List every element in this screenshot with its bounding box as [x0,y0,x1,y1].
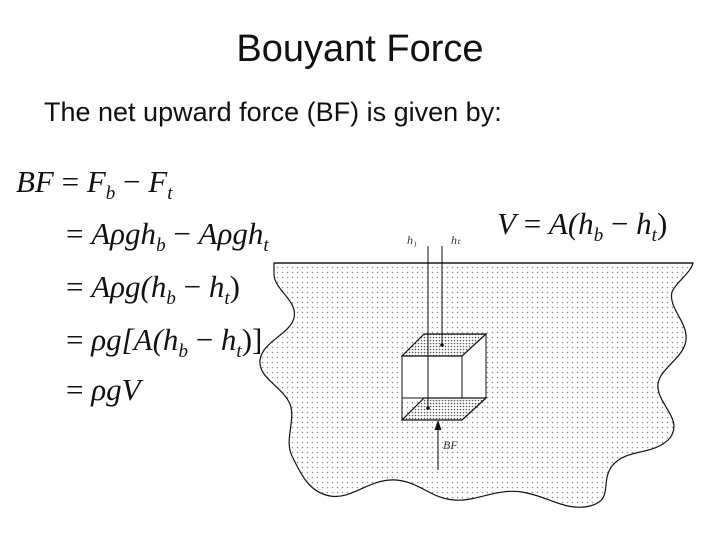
equation-line-3: = Aρg(hb − ht) [66,269,240,308]
eq2-equals: = [66,216,84,251]
equation-line-1: BF = Fb − Ft [16,164,173,203]
eq4-sub1: b [178,341,188,362]
eq1-lhs: BF [16,164,54,199]
bottom-face-point [426,406,430,410]
volume-equation: V = A(hb − ht) [497,206,668,245]
eq1-term1: F [86,164,106,199]
eq3-pre: Aρg(h [91,269,167,304]
eq1-minus: − [123,164,141,199]
eq3-equals: = [66,269,84,304]
veq-equals: = [523,206,542,241]
eq2-term1: Aρgh [91,216,157,251]
equation-line-2: = Aρghb − Aρght [66,216,269,255]
eq2-minus: − [173,216,191,251]
cube-bottom-face [400,397,488,421]
top-face-point [440,343,444,347]
equation-line-5: = ρgV [66,372,141,408]
equation-line-4: = ρg[A(hb − ht)] [66,322,263,361]
veq-post: ) [656,206,668,241]
eq4-minus: − [195,322,214,357]
eq1-sub1: b [105,183,116,204]
eq4-post: )] [241,322,263,357]
eq2-sub2: t [263,235,269,256]
eq4-mid: h [220,322,237,357]
cube-top-face [400,333,488,357]
eq5-term: ρgV [91,372,141,407]
label-hb: h₁ [407,233,417,247]
eq4-equals: = [66,322,84,357]
veq-mid: h [636,206,652,241]
eq2-term2: Aρgh [198,216,264,251]
bf-arrow-head [434,420,442,430]
slide-title: Bouyant Force [236,28,484,70]
eq4-sub2: t [236,341,242,362]
eq3-post: ) [229,269,240,304]
eq1-equals: = [61,164,80,199]
veq-sub2: t [651,225,657,246]
veq-minus: − [610,206,629,241]
eq2-sub1: b [156,235,166,256]
label-bf: BF [443,438,458,452]
cube-front-face [401,355,463,399]
eq5-equals: = [66,372,84,407]
slide-subtitle: The net upward force (BF) is given by: [44,97,502,127]
eq3-mid: h [208,269,225,304]
veq-sub1: b [593,225,604,246]
eq3-minus: − [183,269,202,304]
eq3-sub2: t [224,288,230,309]
eq1-sub2: t [167,183,173,204]
label-ht: hₜ [451,233,461,247]
veq-pre: A(h [548,206,594,241]
veq-lhs: V [497,206,516,241]
eq1-term2: F [148,164,168,199]
eq3-sub1: b [166,288,176,309]
eq4-pre: ρg[A(h [91,322,179,357]
